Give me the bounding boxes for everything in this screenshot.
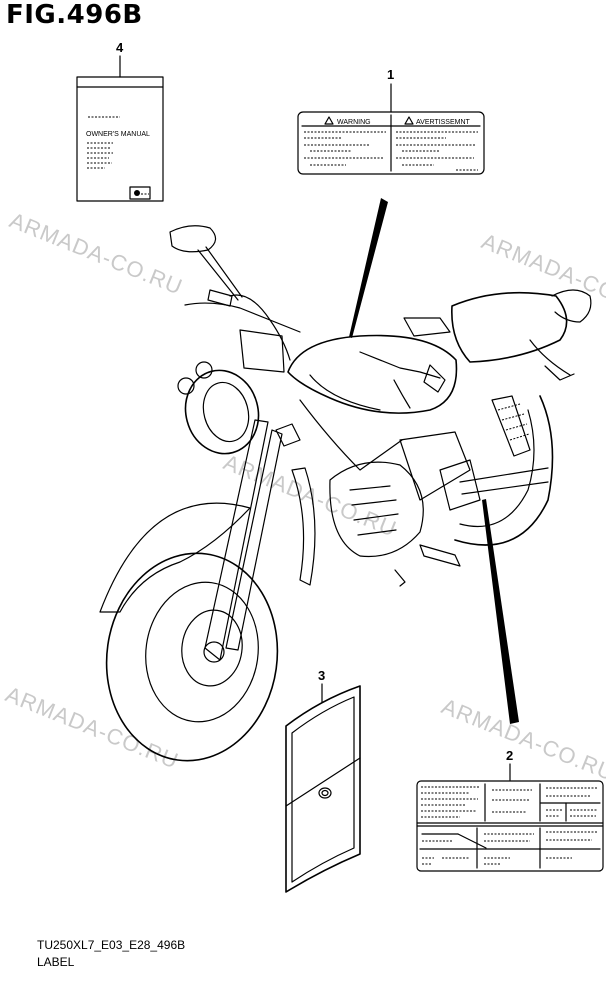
warning-heading: WARNING <box>337 119 371 126</box>
callout-3: 3 <box>318 668 325 683</box>
callout-4: 4 <box>116 40 124 55</box>
diagram-code: TU250XL7_E03_E28_496B <box>37 938 186 952</box>
motorcycle-illustration <box>99 225 592 762</box>
watermark-5: ARMADA-CO.RU <box>438 693 606 785</box>
leader-wedge-2 <box>482 499 519 724</box>
part-4-owners-manual[interactable]: 4 OWNER'S MANUAL <box>76 40 164 202</box>
watermark-1: ARMADA-CO.RU <box>6 207 186 299</box>
part-3-sheet-label[interactable]: 3 <box>285 668 361 893</box>
section-label: LABEL <box>37 955 75 969</box>
leader-wedge-1 <box>349 198 388 338</box>
warning-triangle-icon-left <box>324 116 334 125</box>
watermark-2: ARMADA-CO.RU <box>478 228 606 320</box>
callout-2: 2 <box>506 748 513 763</box>
callout-1: 1 <box>387 67 394 82</box>
part-1-warning-label[interactable]: 1 WARNING AVERTISSEMNT <box>297 67 485 175</box>
avertissement-heading: AVERTISSEMNT <box>416 119 471 126</box>
part-2-info-label[interactable]: 2 <box>416 748 604 872</box>
manual-logo-icon <box>134 190 140 196</box>
manual-heading: OWNER'S MANUAL <box>86 131 150 138</box>
warning-triangle-icon-right <box>404 116 414 125</box>
figure-title: FIG.496B <box>6 0 143 30</box>
